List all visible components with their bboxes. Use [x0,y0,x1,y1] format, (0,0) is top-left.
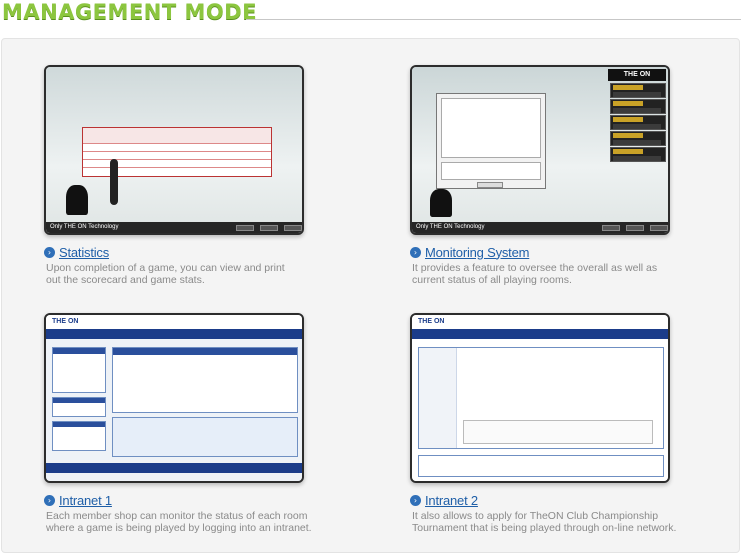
member-info-box [52,347,106,393]
card-intranet-1: THE ON › Intrane [44,313,374,543]
table-row [83,128,271,144]
card-statistics: Only THE ON Technology › Statistics Upon… [44,65,374,295]
intranet-nav-bar[interactable] [46,329,302,339]
room-status-card[interactable] [610,83,666,98]
content-panel: Only THE ON Technology › Statistics Upon… [1,38,740,553]
golf-bag-icon [66,185,88,215]
description-line: Tournament that is being played through … [412,522,677,534]
description-line: Each member shop can monitor the status … [46,510,308,522]
intranet-footer-bar [46,463,302,473]
card-title-row: › Statistics [44,243,109,261]
participant-table [418,455,664,477]
page-header: MANAGEMENT MODE [0,0,741,30]
header-divider [246,19,741,20]
golfer-icon [110,159,118,205]
description-line: current status of all playing rooms. [412,274,572,286]
room-status-card[interactable] [610,147,666,162]
room-detail-window [436,93,546,189]
screenshot-footer: Only THE ON Technology [412,222,668,233]
footer-button [602,225,620,231]
room-info-form [441,98,541,158]
monitoring-system-link[interactable]: Monitoring System [425,244,530,260]
alert-box [52,421,106,451]
statistics-screenshot: Only THE ON Technology [44,65,304,235]
footer-button [626,225,644,231]
close-button[interactable] [477,182,503,188]
description-line: It provides a feature to oversee the ove… [412,262,658,274]
room-status-card[interactable] [610,115,666,130]
notice-box [52,397,106,417]
chevron-right-icon: › [410,494,421,506]
statistics-link[interactable]: Statistics [59,244,110,260]
table-row [83,152,271,160]
monitoring-screenshot: THE ON Only THE ON Technology [410,65,670,235]
chevron-right-icon: › [44,246,55,258]
card-monitoring: THE ON Only THE ON Technology › Monitori… [410,65,740,295]
card-description: It provides a feature to oversee the ove… [412,262,712,286]
room-score-grid [441,162,541,180]
intranet-body [412,339,668,481]
card-title-row: › Intranet 1 [44,491,112,509]
brand-logo: THE ON [52,318,79,325]
description-line: Upon completion of a game, you can view … [46,262,285,274]
intranet-2-screenshot: THE ON [410,313,670,483]
intranet-1-link[interactable]: Intranet 1 [59,492,112,508]
chevron-right-icon: › [410,246,421,258]
screenshot-footer: Only THE ON Technology [46,222,302,233]
description-line: It also allows to apply for TheON Club C… [412,510,659,522]
memo-textarea[interactable] [463,420,653,444]
brand-logo: THE ON [418,318,445,325]
brand-logo: THE ON [608,69,666,81]
footer-button [260,225,278,231]
footer-button [284,225,302,231]
room-status-card[interactable] [610,99,666,114]
footer-button [236,225,254,231]
card-title-row: › Monitoring System [410,243,529,261]
intranet-nav-bar[interactable] [412,329,668,339]
golf-bag-icon [430,189,452,217]
card-description: Each member shop can monitor the status … [46,510,346,534]
tournament-application-form [418,347,664,449]
intranet-body [46,339,302,481]
footer-button [650,225,668,231]
description-line: where a game is being played by logging … [46,522,312,534]
room-status-table [112,347,298,413]
scorecard-grid [112,417,298,457]
intranet-2-link[interactable]: Intranet 2 [425,492,478,508]
table-row [83,144,271,152]
chevron-right-icon: › [44,494,55,506]
table-row [83,160,271,168]
page-title: MANAGEMENT MODE [2,0,258,24]
card-intranet-2: THE ON › Intranet 2 It also allows to ap… [410,313,740,543]
room-status-card[interactable] [610,131,666,146]
card-title-row: › Intranet 2 [410,491,478,509]
description-line: out the scorecard and game stats. [46,274,205,286]
card-description: It also allows to apply for TheON Club C… [412,510,712,534]
card-description: Upon completion of a game, you can view … [46,262,346,286]
intranet-1-screenshot: THE ON [44,313,304,483]
